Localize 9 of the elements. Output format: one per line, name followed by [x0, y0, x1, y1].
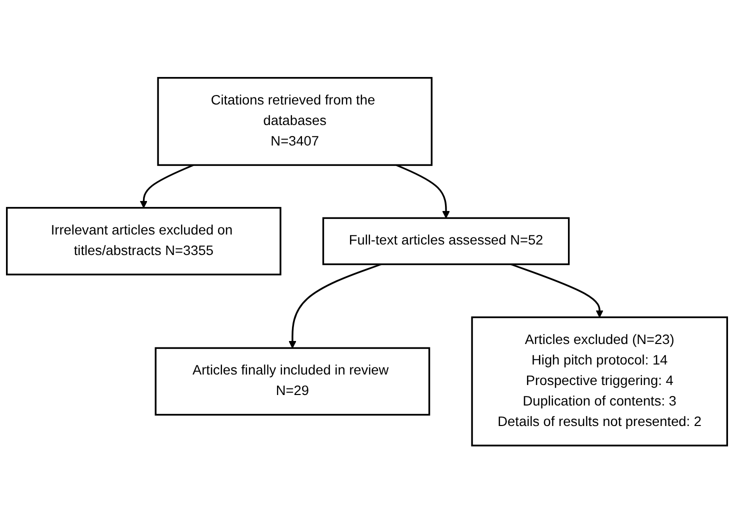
node-box: Irrelevant articles excluded on titles/abstracts N=3355 — [6, 206, 282, 276]
arrow — [140, 164, 194, 208]
arrow — [396, 164, 450, 218]
arrow — [288, 263, 382, 348]
node-box: Articles finally included in review N=29 — [154, 347, 430, 416]
arrow — [510, 263, 604, 318]
node-box: Citations retrieved from the databases N=3407 — [157, 76, 433, 166]
node-box: Articles excluded (N=23) High pitch protocol: 14 Prospective triggering: 4 Duplication of contents: 3 Details of results not presented: 2 — [471, 316, 728, 446]
node-box: Full-text articles assessed N=52 — [322, 217, 570, 265]
